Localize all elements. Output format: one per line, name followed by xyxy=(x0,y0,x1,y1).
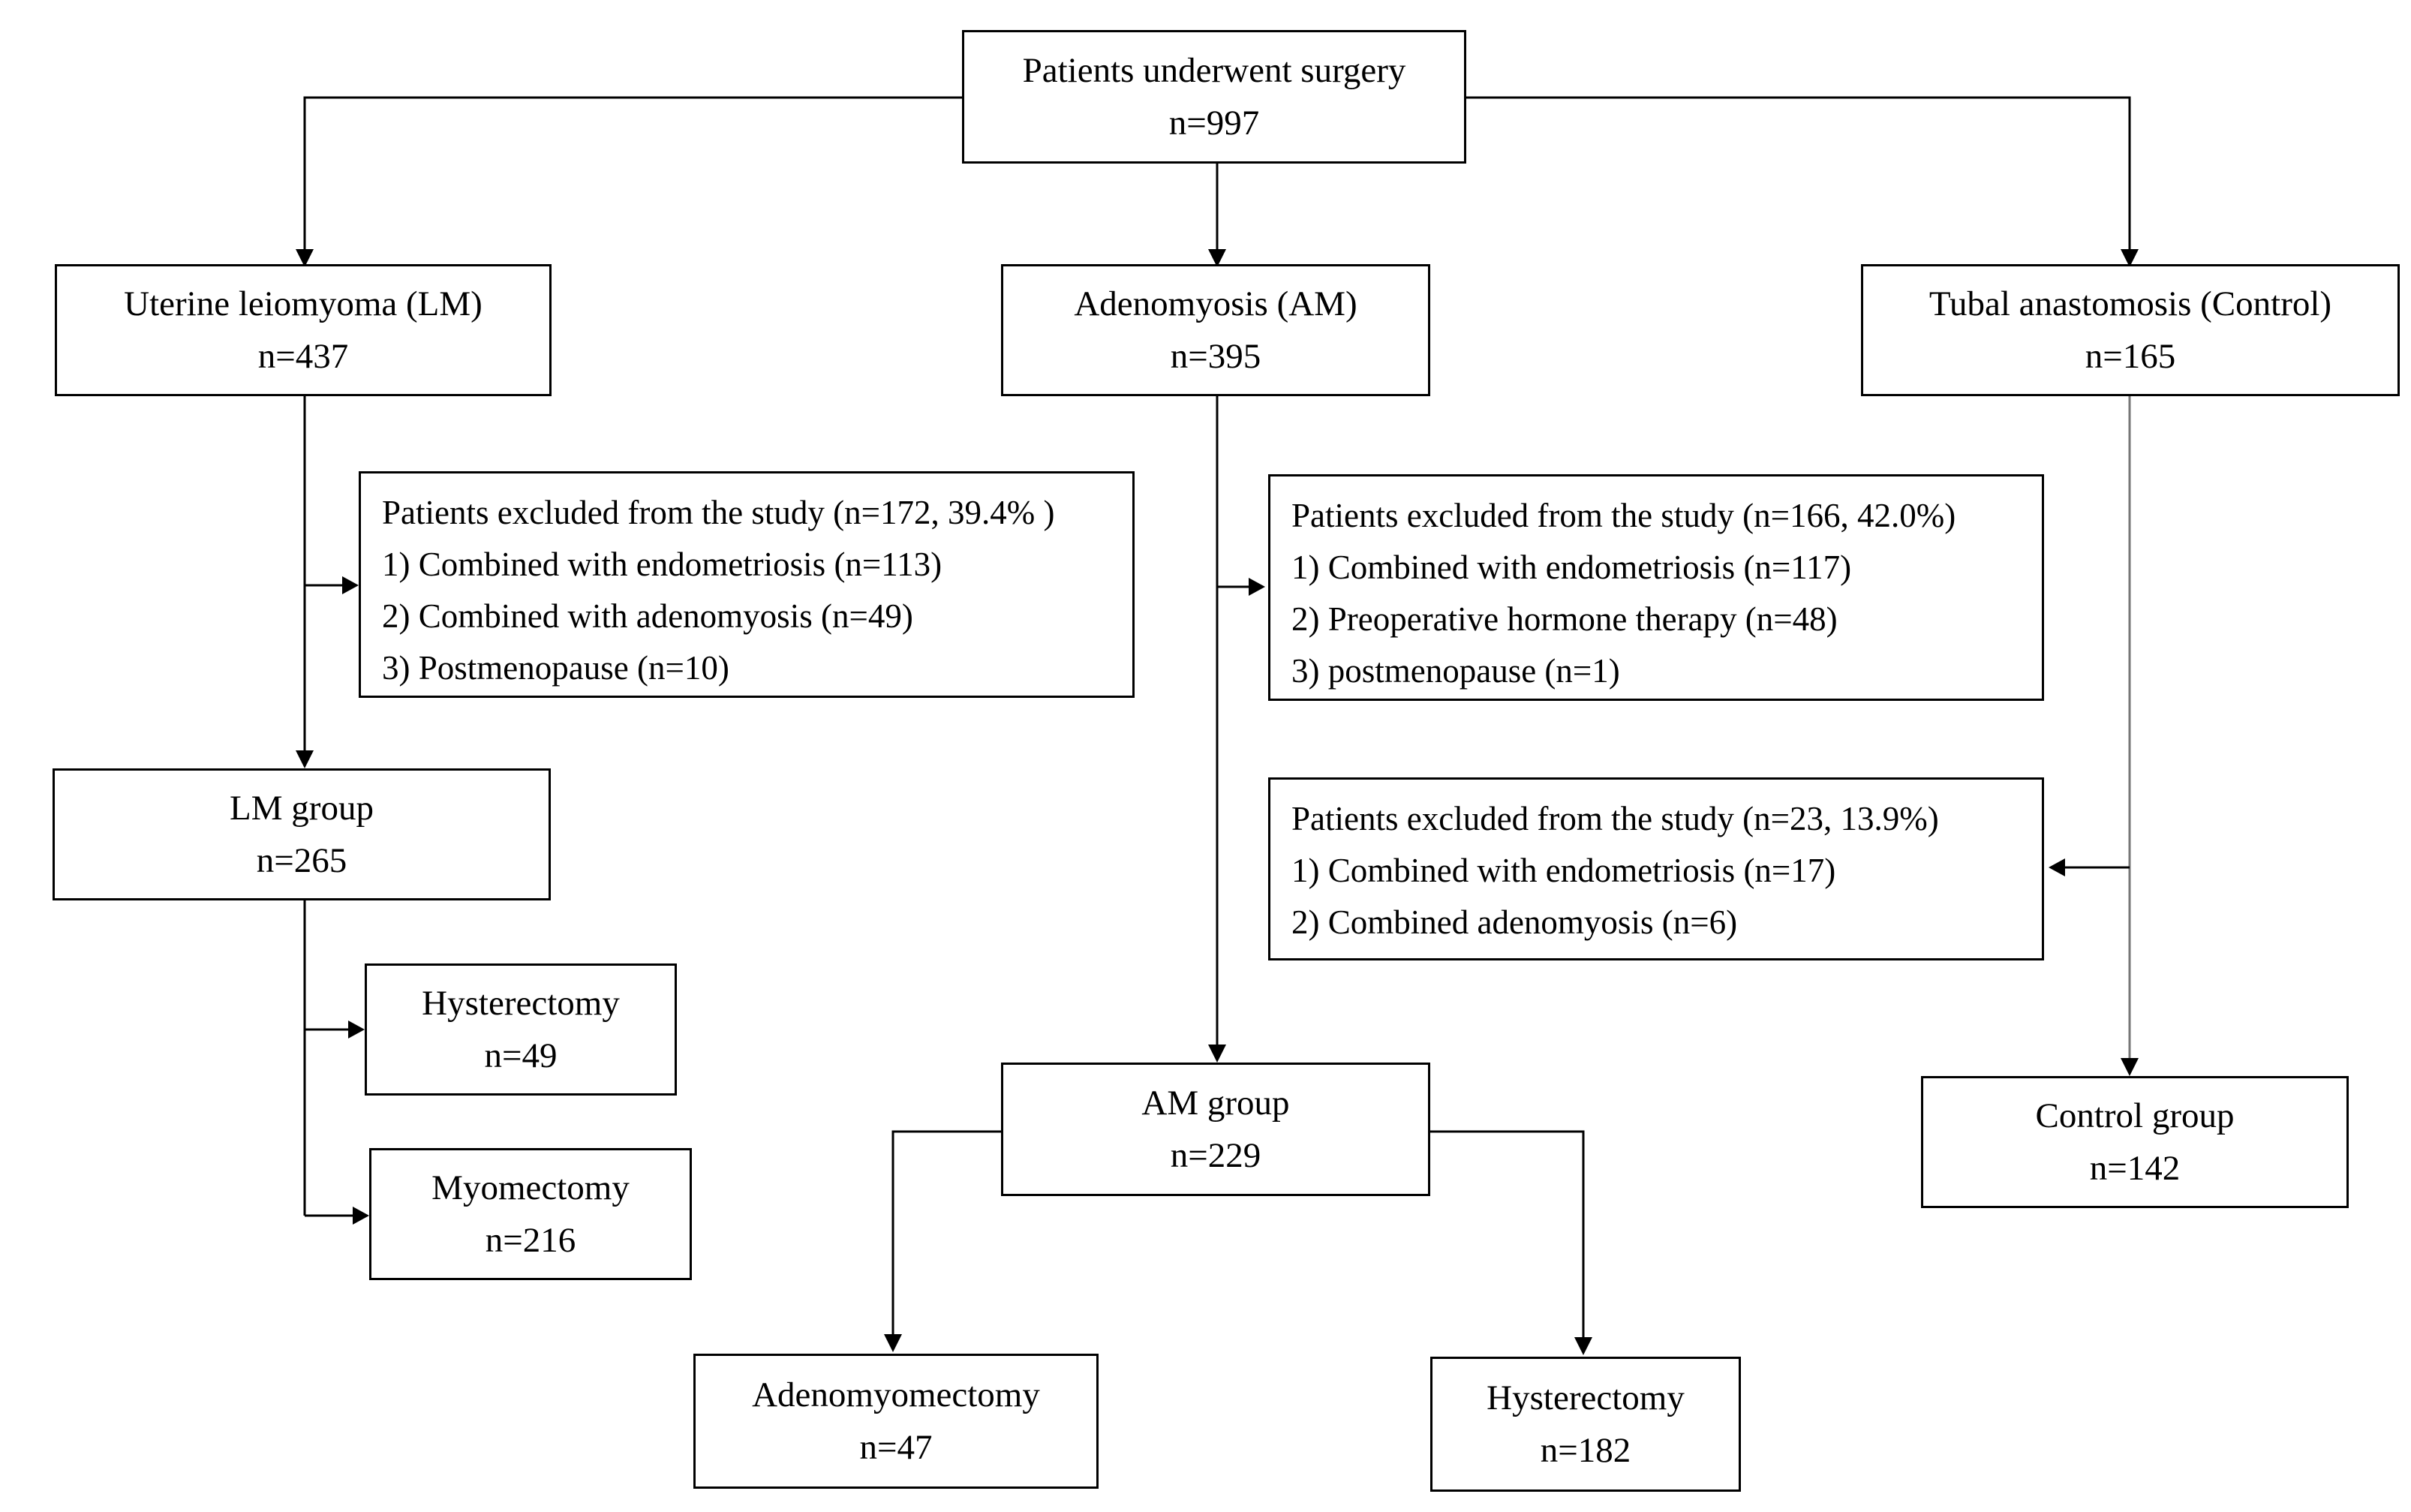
arrowhead-am-adenomyomectomy xyxy=(884,1334,902,1352)
lm-excluded-item: 3) Postmenopause (n=10) xyxy=(382,649,729,687)
am-hysterectomy-count: n=182 xyxy=(1540,1431,1631,1470)
am-title: Adenomyosis (AM) xyxy=(1074,284,1357,323)
am-group-count: n=229 xyxy=(1170,1136,1261,1175)
am-adenomyomectomy-title: Adenomyomectomy xyxy=(752,1375,1040,1414)
arrowhead-lm-hysterectomy xyxy=(348,1021,365,1039)
lm-myomectomy-count: n=216 xyxy=(485,1221,576,1260)
control-group-box: Control group n=142 xyxy=(1921,1076,2349,1208)
am-to-adenomyomectomy-line xyxy=(891,1130,1001,1334)
lm-excluded-item: 2) Combined with adenomyosis (n=49) xyxy=(382,597,913,635)
ctrl-excluded-box: Patients excluded from the study (n=23, … xyxy=(1268,777,2044,960)
ctrl-count: n=165 xyxy=(2085,337,2176,376)
am-excluded-box: Patients excluded from the study (n=166,… xyxy=(1268,474,2044,701)
arrowhead-am-excluded xyxy=(1249,578,1265,596)
am-adenomyomectomy-count: n=47 xyxy=(859,1428,933,1467)
lm-excluded-title: Patients excluded from the study (n=172,… xyxy=(382,494,1055,531)
lm-box: Uterine leiomyoma (LM) n=437 xyxy=(55,264,552,396)
arrowhead-am-hysterectomy xyxy=(1574,1337,1592,1355)
lm-myomectomy-box: Myomectomy n=216 xyxy=(369,1148,692,1280)
am-hysterectomy-title: Hysterectomy xyxy=(1487,1378,1685,1417)
lm-myomectomy-title: Myomectomy xyxy=(431,1168,630,1207)
lm-title: Uterine leiomyoma (LM) xyxy=(124,284,483,323)
am-group-title: AM group xyxy=(1141,1083,1290,1123)
am-excluded-title: Patients excluded from the study (n=166,… xyxy=(1291,497,1956,534)
root-title: Patients underwent surgery xyxy=(1022,50,1406,90)
ctrl-excluded-title: Patients excluded from the study (n=23, … xyxy=(1291,800,1939,837)
lm-hysterectomy-box: Hysterectomy n=49 xyxy=(365,963,677,1096)
am-excluded-item: 1) Combined with endometriosis (n=117) xyxy=(1291,549,1852,586)
ctrl-title: Tubal anastomosis (Control) xyxy=(1928,284,2332,323)
ctrl-excluded-item: 2) Combined adenomyosis (n=6) xyxy=(1291,903,1738,941)
control-group-title: Control group xyxy=(2035,1096,2235,1135)
am-excluded-item: 2) Preoperative hormone therapy (n=48) xyxy=(1291,600,1838,638)
root-box: Patients underwent surgery n=997 xyxy=(962,30,1466,164)
lm-group-box: LM group n=265 xyxy=(53,768,551,900)
ctrl-excluded-item: 1) Combined with endometriosis (n=17) xyxy=(1291,852,1836,889)
am-count: n=395 xyxy=(1170,337,1261,376)
am-group-box: AM group n=229 xyxy=(1001,1063,1430,1196)
am-adenomyomectomy-box: Adenomyomectomy n=47 xyxy=(693,1354,1099,1489)
am-to-hysterectomy-line xyxy=(1430,1130,1585,1337)
lm-hysterectomy-count: n=49 xyxy=(484,1036,558,1075)
arrowhead-am-group xyxy=(1208,1045,1226,1063)
root-to-lm-connector xyxy=(303,96,962,264)
root-to-ctrl-connector xyxy=(1465,96,2131,249)
arrowhead-control-group xyxy=(2121,1058,2139,1076)
arrowhead-am xyxy=(1208,249,1226,267)
lm-group-title: LM group xyxy=(230,788,374,828)
control-group-count: n=142 xyxy=(2089,1149,2181,1188)
lm-group-count: n=265 xyxy=(256,841,347,880)
lm-excluded-box: Patients excluded from the study (n=172,… xyxy=(359,471,1135,698)
ctrl-box: Tubal anastomosis (Control) n=165 xyxy=(1861,264,2400,396)
arrowhead-lm-myomectomy xyxy=(353,1207,369,1225)
arrowhead-lm-excluded xyxy=(342,576,359,594)
root-count: n=997 xyxy=(1168,104,1260,143)
lm-excluded-item: 1) Combined with endometriosis (n=113) xyxy=(382,546,942,583)
am-hysterectomy-box: Hysterectomy n=182 xyxy=(1430,1357,1741,1492)
lm-hysterectomy-title: Hysterectomy xyxy=(422,983,620,1023)
arrowhead-lm-group xyxy=(296,750,314,768)
arrowhead-ctrl-excluded xyxy=(2049,858,2065,876)
lm-count: n=437 xyxy=(257,337,349,376)
am-box: Adenomyosis (AM) n=395 xyxy=(1001,264,1430,396)
am-excluded-item: 3) postmenopause (n=1) xyxy=(1291,652,1620,690)
arrowhead-ctrl xyxy=(2121,249,2139,267)
arrowhead-lm xyxy=(296,249,314,267)
